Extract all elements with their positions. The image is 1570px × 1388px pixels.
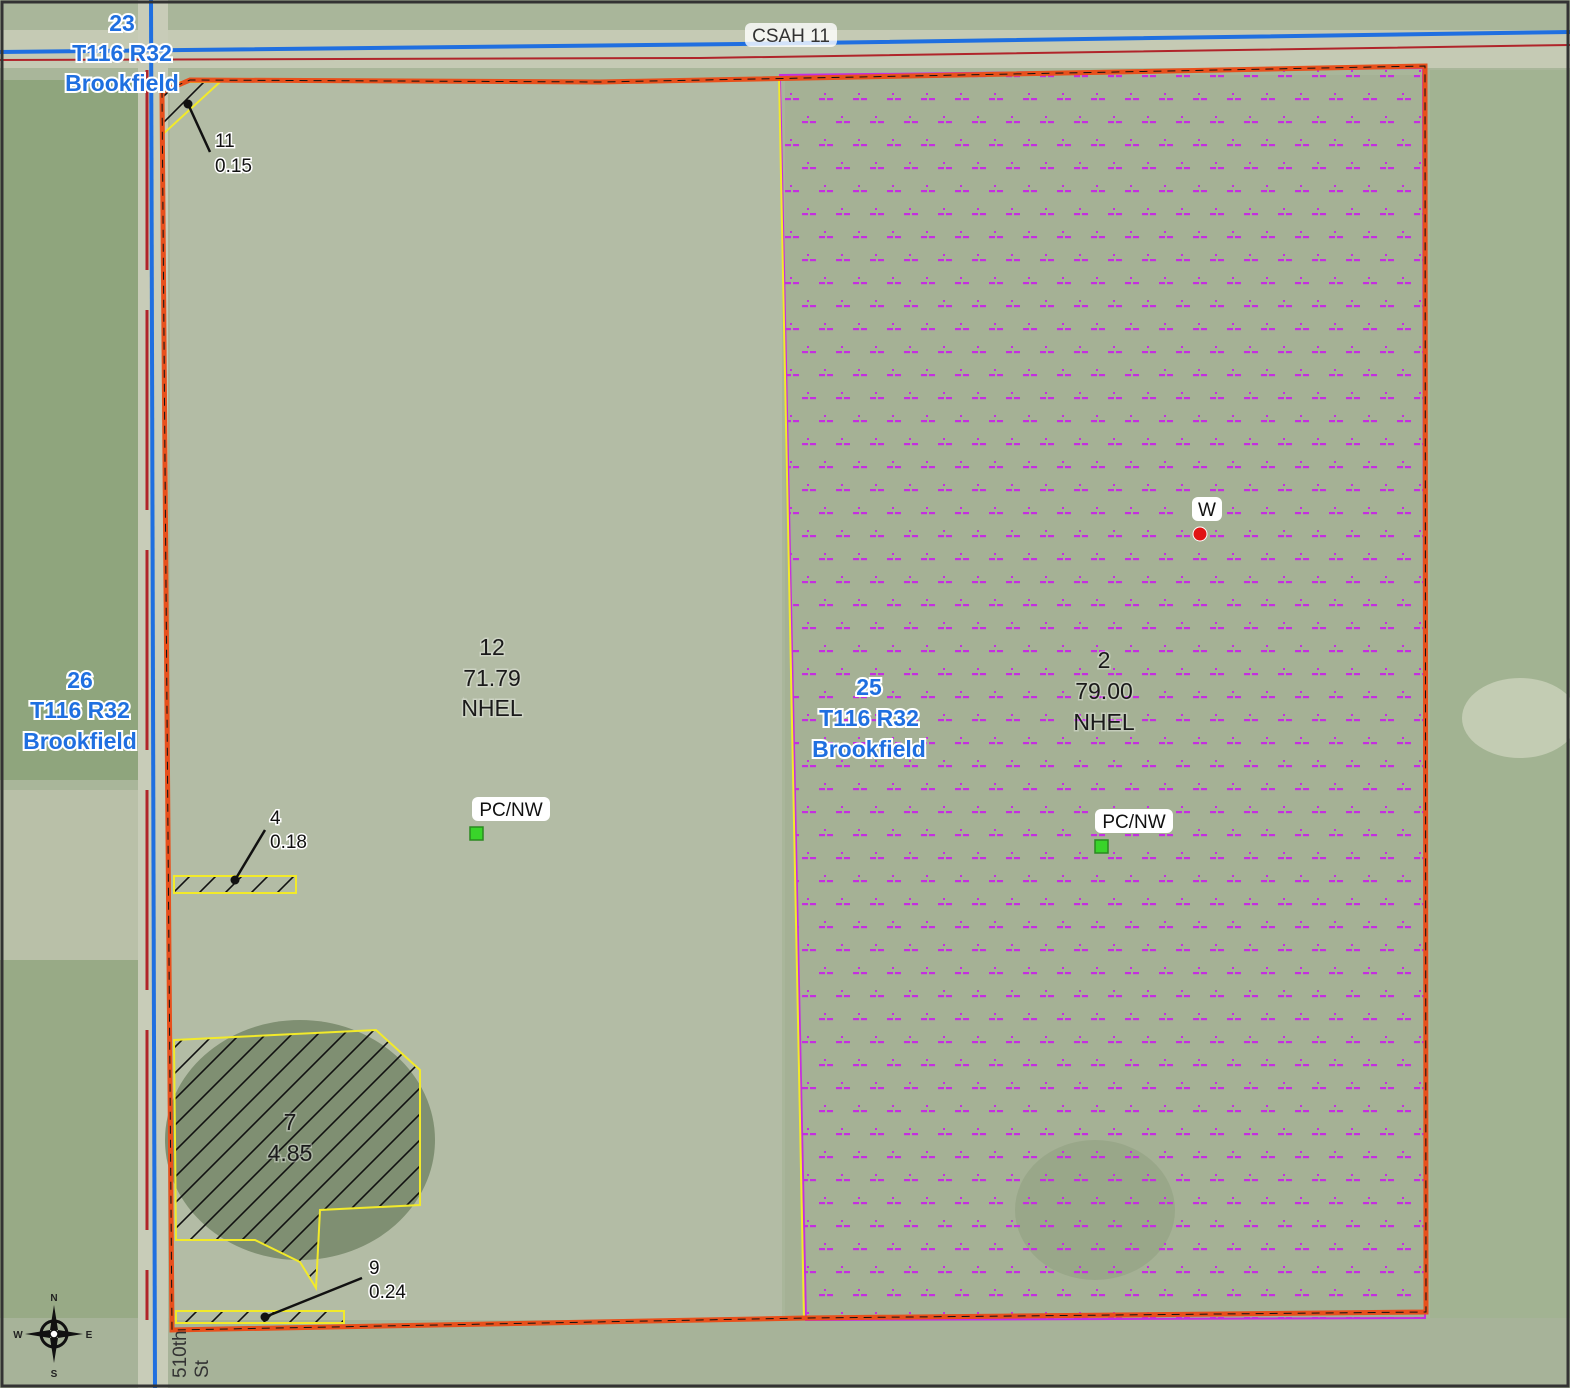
crop-field-southwest (0, 960, 140, 1388)
wetland-label-bg (1192, 497, 1222, 521)
farmstead-west (0, 790, 140, 960)
section-26-number: 26 (67, 667, 93, 693)
pcnw-1-point (469, 826, 484, 841)
road-label-west: 510th St (170, 1330, 213, 1378)
pcnw-1-label: PC/NW (479, 800, 542, 821)
field-4-leader (233, 829, 267, 881)
section-25-twp-range: T116 R32 (819, 705, 919, 731)
road-label-north: CSAH 11 (752, 26, 830, 47)
road-label-west-line1: 510th (170, 1330, 191, 1378)
tract-boundary-dash (161, 65, 1427, 1331)
compass-needle-s (50, 1338, 58, 1363)
compass-label-s: S (51, 1369, 58, 1380)
field-2-acres: 79.00 (1075, 678, 1133, 704)
section-26-name: Brookfield (23, 728, 137, 754)
field-4-id: 4 (270, 808, 281, 829)
pcnw-2-point (1094, 839, 1109, 854)
compass-center (49, 1329, 59, 1339)
compass-needle-e (58, 1330, 83, 1338)
crop-field-west (0, 80, 140, 780)
field-7-id: 7 (284, 1109, 297, 1135)
road-label-bg (745, 23, 837, 47)
field-9-leader-dot (260, 1312, 270, 1322)
field-11-acres: 0.15 (215, 156, 252, 177)
compass-label-w: W (13, 1330, 23, 1341)
section-25-name: Brookfield (812, 736, 926, 762)
compass-label-n: N (50, 1293, 57, 1304)
road-line-north (0, 44, 1570, 61)
field-11-leader-dot (183, 99, 193, 109)
field-11-leader (186, 103, 212, 153)
section-23-name: Brookfield (65, 70, 179, 96)
field-2-hel: NHEL (1073, 709, 1135, 735)
section-line-west (149, 0, 157, 1388)
section-23-twp-range: T116 R32 (72, 40, 172, 66)
compass-needle-n (50, 1305, 58, 1330)
field-7-polygon (172, 1028, 421, 1292)
field-12-id: 12 (479, 634, 505, 660)
section-23-number: 23 (109, 10, 135, 36)
clu-line-divider (778, 75, 805, 1321)
field-9-acres: 0.24 (369, 1282, 406, 1303)
field-2-id: 2 (1098, 647, 1111, 673)
field-12-hel: NHEL (461, 695, 523, 721)
pond-east (1462, 678, 1570, 758)
compass-label-e: E (86, 1330, 93, 1341)
section-line-north (0, 30, 1570, 54)
pcnw-1-label-bg (472, 797, 550, 821)
field-9-polygon (175, 1310, 345, 1324)
field-4-leader-dot (230, 875, 240, 885)
wetland-point (1192, 526, 1208, 542)
pcnw-2-label: PC/NW (1102, 812, 1165, 833)
section-26-twp-range: T116 R32 (30, 697, 130, 723)
field-4-acres: 0.18 (270, 832, 307, 853)
road-label-west-line2: St (192, 1359, 213, 1378)
pcnw-2-label-bg (1095, 809, 1173, 833)
compass-needle-w (25, 1330, 50, 1338)
field-9-id: 9 (369, 1258, 380, 1279)
field-11-id: 11 (215, 131, 235, 152)
section-25-number: 25 (856, 674, 882, 700)
field-9-leader (264, 1276, 363, 1319)
wetland-label: W (1198, 500, 1216, 521)
field-12-acres: 71.79 (463, 665, 521, 691)
compass-rose: N S E W (13, 1293, 92, 1380)
field-7-acres: 4.85 (268, 1140, 313, 1166)
